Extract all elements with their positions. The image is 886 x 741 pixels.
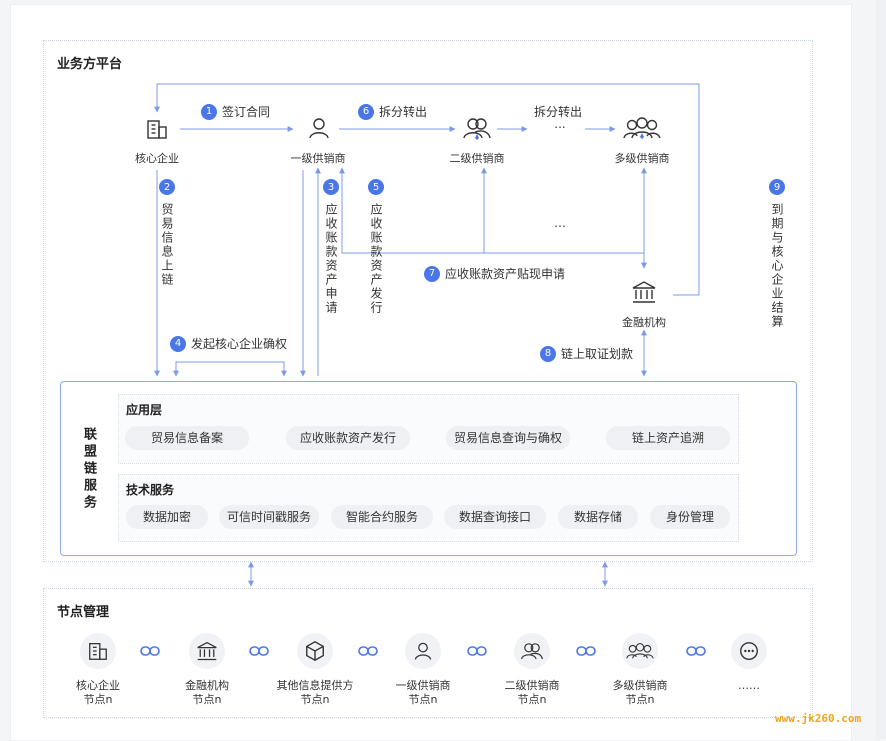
two-people-icon bbox=[521, 643, 543, 660]
building-icon bbox=[147, 120, 167, 139]
node-label: 核心企业节点n bbox=[76, 679, 120, 706]
link-icon bbox=[576, 646, 596, 656]
tech-item: 智能合约服务 bbox=[331, 505, 433, 529]
app-item: 贸易信息备案 bbox=[125, 426, 249, 450]
node-circle bbox=[405, 633, 441, 669]
node-label: 其他信息提供方节点n bbox=[276, 679, 354, 706]
link-icon bbox=[467, 646, 487, 656]
node-circle bbox=[189, 633, 225, 669]
link-icon bbox=[358, 646, 378, 656]
watermark: www.jk260.com bbox=[775, 712, 862, 725]
step-6-continued: 拆分转出 bbox=[534, 105, 583, 119]
business-platform-title: 业务方平台 bbox=[57, 57, 123, 72]
node-label: 一级供销商节点n bbox=[395, 679, 451, 706]
app-item: 链上资产追溯 bbox=[606, 426, 730, 450]
tech-item: 可信时间戳服务 bbox=[219, 505, 319, 529]
node-management-title: 节点管理 bbox=[57, 605, 110, 620]
node-tier2-supplier: 二级供销商 bbox=[449, 152, 505, 165]
link-icon bbox=[140, 646, 160, 656]
app-item: 应收账款资产发行 bbox=[286, 426, 410, 450]
node-tier1-supplier: 一级供销商 bbox=[290, 152, 346, 165]
group-icon bbox=[623, 117, 661, 139]
application-layer-title: 应用层 bbox=[126, 403, 163, 417]
node-circle bbox=[731, 633, 767, 669]
person-icon bbox=[414, 642, 432, 660]
node-circle bbox=[297, 633, 333, 669]
bank-icon bbox=[197, 641, 217, 661]
business-platform-frame bbox=[43, 40, 813, 562]
node-label: 多级供销商节点n bbox=[612, 679, 668, 706]
ellipsis-top: ... bbox=[554, 117, 566, 131]
link-icon bbox=[686, 646, 706, 656]
node-circle bbox=[514, 633, 550, 669]
node-management-frame bbox=[43, 588, 813, 718]
diagram-canvas bbox=[10, 4, 852, 741]
tech-item: 数据查询接口 bbox=[444, 505, 546, 529]
node-multi-supplier: 多级供销商 bbox=[614, 152, 670, 165]
two-people-icon bbox=[463, 118, 491, 140]
ellipsis-mid: … bbox=[554, 216, 566, 230]
cube-icon bbox=[306, 641, 324, 661]
node-circle bbox=[622, 633, 658, 669]
tech-item: 数据存储 bbox=[558, 505, 638, 529]
group-icon bbox=[626, 643, 654, 659]
app-item: 贸易信息查询与确权 bbox=[446, 426, 570, 450]
tech-services-title: 技术服务 bbox=[126, 483, 175, 497]
more-icon bbox=[740, 642, 758, 660]
alliance-chain-label: 联盟链服务 bbox=[81, 427, 96, 512]
building-icon bbox=[89, 643, 107, 660]
node-label-more: …… bbox=[738, 679, 760, 692]
tech-item: 数据加密 bbox=[126, 505, 208, 529]
node-core-enterprise: 核心企业 bbox=[135, 152, 179, 165]
link-icon bbox=[249, 646, 269, 656]
node-label: 金融机构节点n bbox=[185, 679, 229, 706]
node-bank: 金融机构 bbox=[622, 316, 666, 329]
node-circle bbox=[80, 633, 116, 669]
tech-item: 身份管理 bbox=[650, 505, 730, 529]
bank-icon bbox=[632, 281, 656, 303]
scrollbar-track[interactable] bbox=[876, 0, 886, 739]
person-icon bbox=[309, 118, 329, 139]
node-label: 二级供销商节点n bbox=[504, 679, 560, 706]
